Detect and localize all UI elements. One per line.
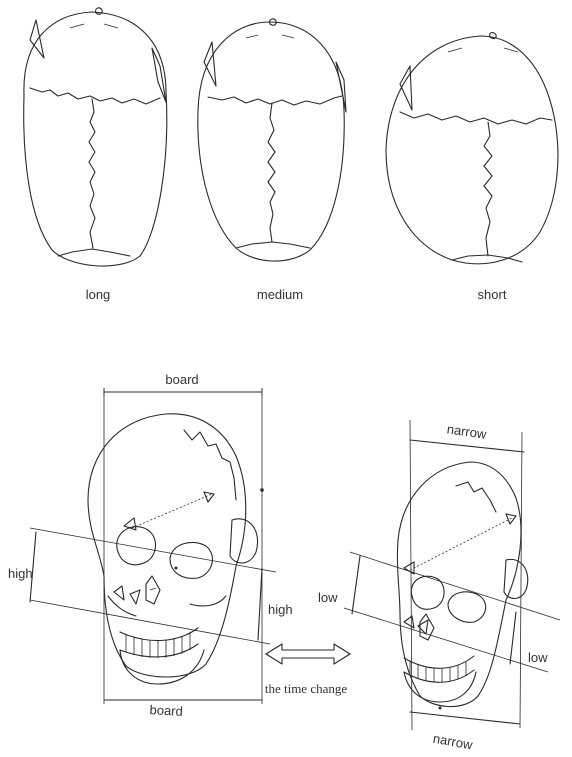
label-low-left: low [318, 590, 338, 605]
skull-label-long: long [86, 287, 111, 302]
label-narrow-top: narrow [446, 421, 488, 441]
skull-top-view-short [386, 33, 558, 264]
time-change-caption: the time change [265, 681, 348, 696]
double-arrow-icon [266, 644, 350, 664]
label-high-left: high [8, 566, 33, 581]
skull-label-medium: medium [257, 287, 303, 302]
skull-top-view-medium [198, 19, 346, 261]
label-board-bottom: board [149, 702, 183, 719]
label-narrow-bottom: narrow [432, 731, 474, 753]
label-board-top: board [165, 372, 198, 387]
label-low-right: low [528, 650, 548, 665]
skull-label-short: short [478, 287, 507, 302]
skull-front-view-broad [30, 388, 276, 704]
label-high-right: high [268, 602, 293, 617]
skull-front-view-narrow [344, 420, 560, 730]
skull-top-view-long [24, 8, 167, 266]
